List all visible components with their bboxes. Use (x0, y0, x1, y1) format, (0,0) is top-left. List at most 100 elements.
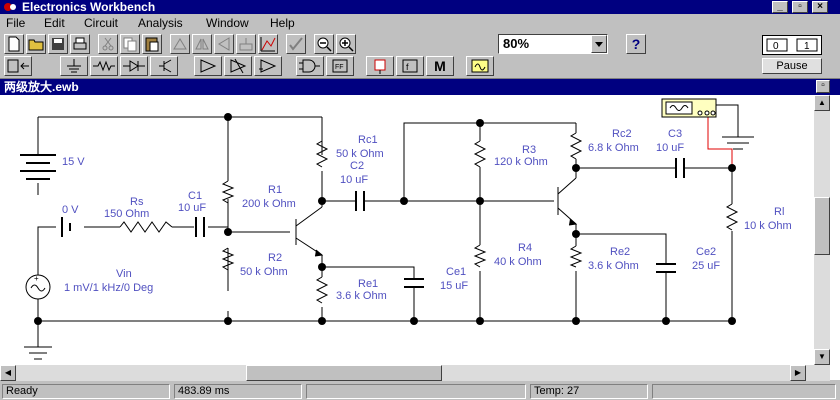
rl-value-label: 10 k Ohm (744, 220, 792, 232)
diodes-button[interactable] (120, 56, 148, 76)
status-blank (306, 384, 526, 399)
menu-edit[interactable]: Edit (44, 16, 65, 30)
scroll-right-icon[interactable]: ▶ (790, 365, 806, 381)
paste-button[interactable] (142, 34, 162, 54)
parts-bin-icon (7, 59, 29, 73)
opamp-icon (200, 59, 217, 73)
chevron-down-icon[interactable] (591, 35, 607, 53)
c2-name-label: C2 (350, 160, 364, 172)
rotate-button[interactable] (170, 34, 190, 54)
rc2-name-label: Rc2 (612, 128, 632, 140)
parts-bin-button[interactable] (4, 56, 32, 76)
zoom-value: 80% (503, 36, 530, 51)
status-extra (652, 384, 836, 399)
controls-button[interactable]: f (396, 56, 424, 76)
vertical-scrollbar[interactable]: ▲ ▼ (814, 95, 830, 381)
re1-name-label: Re1 (358, 278, 378, 290)
rc1-value-label: 50 k Ohm (336, 148, 384, 160)
menu-circuit[interactable]: Circuit (84, 16, 119, 30)
flip-flop-icon: FF (332, 59, 348, 73)
menu-analysis[interactable]: Analysis (138, 16, 183, 30)
vertical-scroll-thumb[interactable] (814, 197, 830, 255)
zoom-in-button[interactable] (336, 34, 356, 54)
copy-button[interactable] (120, 34, 140, 54)
svg-text:FF: FF (335, 64, 344, 71)
digital-ic-icon (259, 59, 277, 73)
cut-button[interactable] (98, 34, 118, 54)
rotate-icon (173, 38, 187, 50)
maximize-button[interactable]: ▫ (792, 1, 808, 13)
print-button[interactable] (70, 34, 90, 54)
digital-ics-button[interactable] (254, 56, 282, 76)
re2-name-label: Re2 (610, 246, 630, 258)
ce1-value-label: 15 uF (440, 280, 468, 292)
indicator-icon (374, 59, 386, 74)
zoom-out-button[interactable] (314, 34, 334, 54)
oscilloscope-icon[interactable] (661, 98, 717, 118)
new-file-icon (8, 36, 20, 52)
document-restore-button[interactable]: ▫ (816, 80, 830, 93)
vin-value-label: 1 mV/1 kHz/0 Deg (64, 282, 153, 294)
rc1-name-label: Rc1 (358, 134, 378, 146)
menu-bar: File Edit Circuit Analysis Window Help (0, 14, 840, 32)
re1-value-label: 3.6 k Ohm (336, 290, 387, 302)
basic-components-button[interactable] (90, 56, 118, 76)
menu-window[interactable]: Window (206, 16, 249, 30)
clipboard-icon (145, 37, 159, 52)
scroll-up-icon[interactable]: ▲ (814, 95, 830, 111)
pause-button[interactable]: Pause (762, 58, 822, 74)
probe-wires (707, 117, 733, 168)
help-button[interactable]: ? (626, 34, 646, 54)
menu-help[interactable]: Help (270, 16, 295, 30)
instruments-button[interactable] (466, 56, 494, 76)
create-subcircuit-button[interactable] (258, 34, 278, 54)
circuit-schematic: + 15 V 0 V Rs 150 Ohm C1 10 uF R1 200 k … (0, 95, 814, 365)
mixed-ics-button[interactable] (224, 56, 252, 76)
miscellaneous-button[interactable]: M (426, 56, 454, 76)
circuit-window: 两级放大.ewb ▫ (0, 78, 840, 381)
open-file-button[interactable] (26, 34, 46, 54)
analysis-graphs-button[interactable] (286, 34, 306, 54)
indicators-button[interactable] (366, 56, 394, 76)
logic-gates-button[interactable] (296, 56, 324, 76)
status-text: Ready (2, 384, 170, 399)
battery-0v-label: 0 V (62, 204, 79, 216)
new-file-button[interactable] (4, 34, 24, 54)
document-title: 两级放大.ewb (0, 79, 840, 95)
transistors-button[interactable] (150, 56, 178, 76)
title-bar: Electronics Workbench _ ▫ × (0, 0, 840, 14)
digital-button[interactable]: FF (326, 56, 354, 76)
folder-open-icon (28, 39, 44, 51)
component-properties-button[interactable] (236, 34, 256, 54)
svg-text:1: 1 (804, 41, 810, 52)
sources-button[interactable] (60, 56, 88, 76)
r4-name-label: R4 (518, 242, 532, 254)
wires (20, 104, 754, 360)
r3-name-label: R3 (522, 144, 536, 156)
junction-dots (34, 113, 736, 325)
save-button[interactable] (48, 34, 68, 54)
flip-vertical-icon (218, 37, 230, 51)
analog-ics-button[interactable] (194, 56, 222, 76)
copy-icon (123, 37, 137, 52)
flip-vertical-button[interactable] (214, 34, 234, 54)
floppy-disk-icon (52, 38, 64, 50)
zoom-select[interactable]: 80% (498, 34, 608, 54)
c1-value-label: 10 uF (178, 202, 206, 214)
close-button[interactable]: × (812, 1, 828, 13)
menu-file[interactable]: File (6, 16, 26, 30)
r4-value-label: 40 k Ohm (494, 256, 542, 268)
ac-source-symbol[interactable] (25, 274, 51, 300)
re2-value-label: 3.6 k Ohm (588, 260, 639, 272)
minimize-button[interactable]: _ (772, 1, 788, 13)
scroll-left-icon[interactable]: ◀ (0, 365, 16, 381)
r2-value-label: 50 k Ohm (240, 266, 288, 278)
horizontal-scroll-thumb[interactable] (246, 365, 442, 381)
controls-icon: f (402, 59, 418, 73)
flip-horizontal-icon (195, 38, 209, 50)
instrument-icon (471, 59, 489, 73)
flip-horizontal-button[interactable] (192, 34, 212, 54)
scroll-down-icon[interactable]: ▼ (814, 349, 830, 365)
horizontal-scrollbar[interactable]: ◀ ▶ (0, 365, 814, 381)
